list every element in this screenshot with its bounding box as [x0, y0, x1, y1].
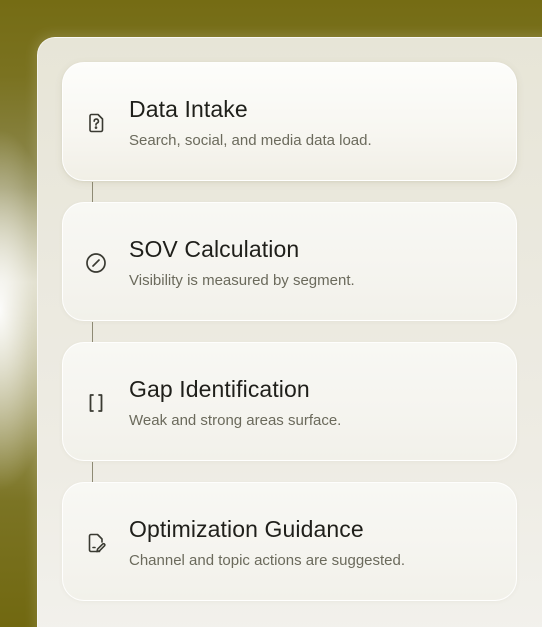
step-description: Weak and strong areas surface.: [129, 412, 342, 429]
step-description: Channel and topic actions are suggested.: [129, 552, 406, 569]
step-card-sov-calculation[interactable]: SOV Calculation Visibility is measured b…: [62, 202, 517, 321]
slash-circle-icon: [84, 251, 108, 275]
step-connector: [92, 182, 93, 202]
step-title: SOV Calculation: [129, 236, 300, 262]
step-description: Search, social, and media data load.: [129, 132, 372, 149]
question-document-icon: [84, 111, 108, 135]
step-connector: [92, 462, 93, 482]
step-description: Visibility is measured by segment.: [129, 272, 355, 289]
step-card-optimization-guidance[interactable]: Optimization Guidance Channel and topic …: [62, 482, 517, 601]
document-edit-icon: [84, 531, 108, 555]
brackets-icon: [84, 391, 108, 415]
step-connector: [92, 322, 93, 342]
step-card-data-intake[interactable]: Data Intake Search, social, and media da…: [62, 62, 517, 181]
step-card-gap-identification[interactable]: Gap Identification Weak and strong areas…: [62, 342, 517, 461]
step-title: Data Intake: [129, 96, 248, 122]
step-title: Gap Identification: [129, 376, 310, 402]
step-title: Optimization Guidance: [129, 516, 364, 542]
